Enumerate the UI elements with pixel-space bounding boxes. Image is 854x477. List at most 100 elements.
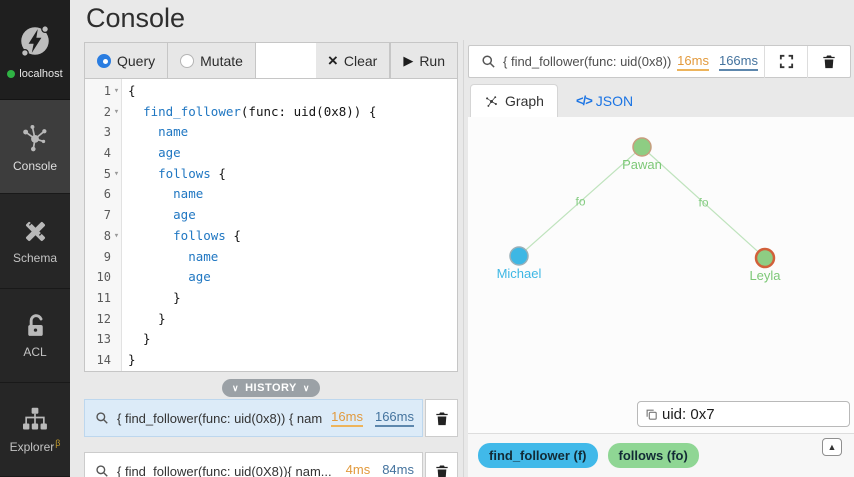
search-icon xyxy=(95,411,109,425)
sidebar-item-schema[interactable]: Schema xyxy=(0,194,70,289)
result-summary-bar[interactable]: { find_follower(func: uid(0x8)) { n... 1… xyxy=(468,45,851,78)
history-label: HISTORY xyxy=(245,382,297,394)
mode-radio-mutate[interactable]: Mutate xyxy=(168,43,256,78)
clear-button[interactable]: × Clear xyxy=(315,43,391,78)
code-line[interactable]: 7 age xyxy=(85,205,457,226)
graph-icon xyxy=(18,121,52,155)
fold-spacer xyxy=(111,267,122,288)
server-status-icon xyxy=(7,70,16,78)
tree-icon xyxy=(20,404,50,434)
code-text: } xyxy=(128,331,151,347)
node-uid-tooltip[interactable]: uid: 0x7 xyxy=(637,401,850,427)
fold-spacer xyxy=(111,350,122,371)
code-text: { xyxy=(128,83,136,98)
code-line[interactable]: 4 age xyxy=(85,143,457,164)
history-item-query[interactable]: { find_follower(func: uid(0X8)){ nam...4… xyxy=(84,452,423,477)
fold-spacer xyxy=(111,122,122,143)
code-line[interactable]: 9 name xyxy=(85,247,457,268)
delete-result-button[interactable] xyxy=(814,47,844,77)
server-block[interactable]: localhost xyxy=(0,0,70,100)
fold-spacer xyxy=(111,184,122,205)
code-line[interactable]: 13 } xyxy=(85,329,457,350)
line-number: 4 xyxy=(103,146,111,161)
total-latency-badge: 166ms xyxy=(374,409,414,427)
query-code-editor[interactable]: 1▾{2▾ find_follower(func: uid(0x8)) {3 n… xyxy=(84,79,458,372)
play-icon: ▶ xyxy=(403,52,414,68)
legend-badge[interactable]: follows (fo) xyxy=(607,443,699,468)
edge-label: fo xyxy=(575,195,585,209)
sidebar-item-explorer[interactable]: Explorerβ xyxy=(0,382,70,477)
code-line[interactable]: 2▾ find_follower(func: uid(0x8)) { xyxy=(85,102,457,123)
delete-history-button[interactable] xyxy=(425,399,458,437)
delete-history-button[interactable] xyxy=(425,452,458,477)
graph-node-leyla[interactable] xyxy=(754,247,776,269)
sidebar-item-console[interactable]: Console xyxy=(0,100,70,195)
history-toggle[interactable]: ∨ HISTORY ∨ xyxy=(222,379,320,397)
run-button[interactable]: ▶ Run xyxy=(390,43,457,78)
page-title: Console xyxy=(86,3,186,33)
code-line[interactable]: 5▾ follows { xyxy=(85,164,457,185)
line-number: 13 xyxy=(96,332,111,347)
fold-spacer xyxy=(111,288,122,309)
fold-spacer xyxy=(111,143,122,164)
fold-spacer xyxy=(111,205,122,226)
sidebar-item-label: Console xyxy=(12,158,58,173)
sidebar-item-label: ACL xyxy=(23,344,47,359)
total-latency-badge: 166ms xyxy=(718,53,758,71)
code-text: name xyxy=(158,124,189,140)
fold-arrow-icon[interactable]: ▾ xyxy=(113,106,120,117)
editor-gutter xyxy=(85,79,122,371)
fold-arrow-icon[interactable]: ▾ xyxy=(113,168,120,179)
line-number: 11 xyxy=(96,290,111,305)
code-text: } xyxy=(128,351,136,367)
mode-radio-query[interactable]: Query xyxy=(85,43,169,78)
server-label: localhost xyxy=(19,68,63,80)
graph-icon xyxy=(484,94,499,109)
clear-icon: × xyxy=(327,51,338,70)
line-number: 7 xyxy=(103,208,111,223)
panel-divider xyxy=(463,40,464,477)
code-text: } xyxy=(128,310,166,326)
legend-badge[interactable]: find_follower (f) xyxy=(478,443,598,468)
mode-query-label: Query xyxy=(117,52,156,69)
code-line[interactable]: 6 name xyxy=(85,184,457,205)
graph-legend: ▲ find_follower (f) follows (fo) xyxy=(468,433,854,477)
code-icon: </> xyxy=(576,93,593,108)
query-panel: Query Mutate × Clear ▶ Run 1▾{2▾ find_fo… xyxy=(84,42,458,477)
graph-node-pawan[interactable] xyxy=(632,137,652,157)
toolbar-spacer xyxy=(255,43,316,78)
fold-arrow-icon[interactable]: ▾ xyxy=(113,230,120,241)
beta-badge: β xyxy=(55,438,61,449)
fullscreen-button[interactable] xyxy=(771,47,801,77)
triangle-up-icon: ▲ xyxy=(827,442,837,452)
run-label: Run xyxy=(419,52,445,69)
fold-arrow-icon[interactable]: ▾ xyxy=(113,86,120,96)
radio-selected-icon xyxy=(97,53,111,68)
code-line[interactable]: 1▾{ xyxy=(85,81,457,102)
code-line[interactable]: 8▾ follows { xyxy=(85,226,457,247)
tab-json[interactable]: </> JSON xyxy=(576,84,633,117)
code-line[interactable]: 10 age xyxy=(85,267,457,288)
divider xyxy=(807,45,808,78)
sidebar-item-acl[interactable]: ACL xyxy=(0,288,70,383)
fold-spacer xyxy=(111,247,122,268)
line-number: 10 xyxy=(96,270,111,285)
code-line[interactable]: 14} xyxy=(85,350,457,371)
graph-node-michael[interactable] xyxy=(509,246,529,266)
history-item-query[interactable]: { find_follower(func: uid(0x8)) { nam...… xyxy=(84,399,423,437)
code-line[interactable]: 3 name xyxy=(85,122,457,143)
search-icon xyxy=(95,464,109,477)
collapse-legend-button[interactable]: ▲ xyxy=(822,438,842,456)
line-number: 3 xyxy=(103,125,111,140)
server-latency-badge: 4ms xyxy=(346,462,371,477)
code-line[interactable]: 12 } xyxy=(85,309,457,330)
code-line[interactable]: 11 } xyxy=(85,288,457,309)
graph-edge[interactable] xyxy=(518,146,643,257)
tab-graph[interactable]: Graph xyxy=(470,84,558,117)
graph-edge[interactable] xyxy=(641,146,766,259)
code-text: follows { xyxy=(158,165,226,181)
result-panel: { find_follower(func: uid(0x8)) { n... 1… xyxy=(468,0,854,477)
